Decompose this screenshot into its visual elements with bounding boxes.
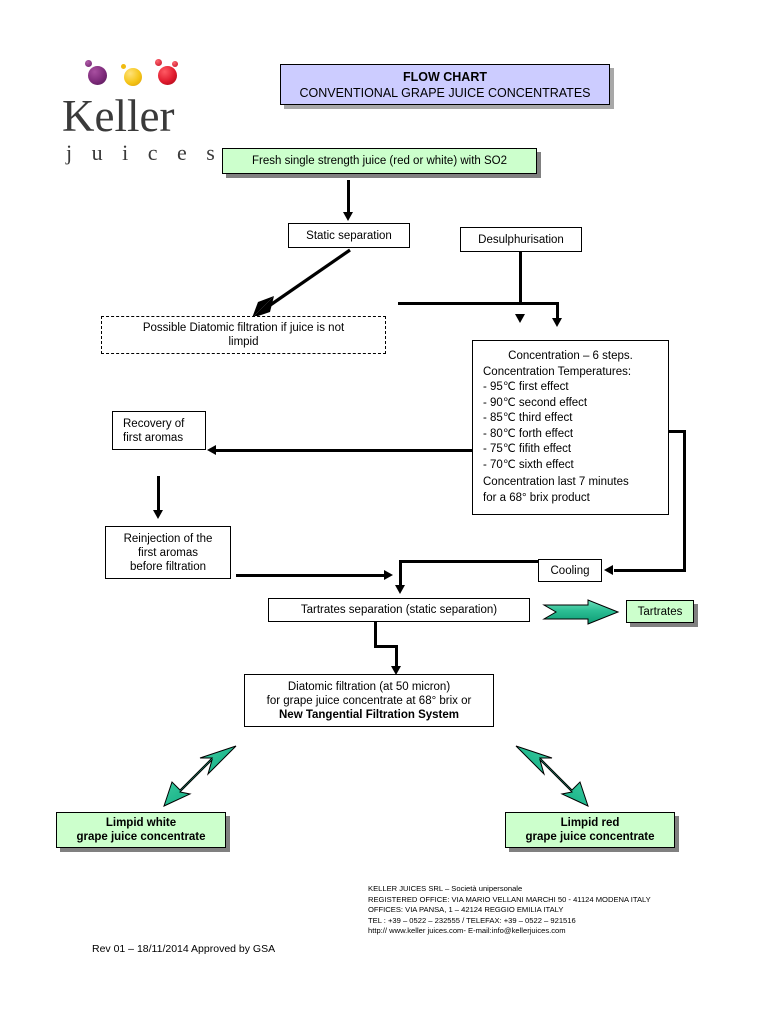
node-fresh-juice-label: Fresh single strength juice (red or whit… <box>251 155 508 167</box>
node-possible-diatomic-filtration: Possible Diatomic filtration if juice is… <box>101 316 386 354</box>
node-limpid-red: Limpid red grape juice concentrate <box>505 812 675 848</box>
red-grape-stem-icon <box>155 59 162 66</box>
node-tartrates-separation-label: Tartrates separation (static separation) <box>300 604 498 616</box>
node-cooling: Cooling <box>538 559 602 582</box>
connector-tartsep-horizontal <box>374 645 398 649</box>
arrowhead-concentration-to-recovery <box>207 445 216 455</box>
purple-grape-icon <box>88 66 107 85</box>
connector-fresh-to-static <box>347 180 350 216</box>
connector-recovery-to-reinjection <box>157 476 161 514</box>
connector-tartsep-down-2 <box>395 645 399 670</box>
connector-reinjection-to-junction <box>236 574 388 578</box>
arrowhead-bus-right <box>552 318 562 327</box>
node-concentration-line1: Concentration – 6 steps. <box>508 350 633 362</box>
chart-title-box: FLOW CHART CONVENTIONAL GRAPE JUICE CONC… <box>280 64 610 105</box>
node-limpid-red-line2: grape juice concentrate <box>525 831 655 843</box>
node-concentration-line5: - 85℃ third effect <box>483 412 573 424</box>
arrowhead-loop-to-cooling <box>604 565 613 575</box>
node-tartrates-separation: Tartrates separation (static separation) <box>268 598 530 622</box>
node-desulphurisation-label: Desulphurisation <box>478 233 564 246</box>
red-grape-icon <box>158 66 177 85</box>
node-concentration-line2: Concentration Temperatures: <box>483 365 632 378</box>
node-tartrates: Tartrates <box>626 600 694 623</box>
footer-line-tel: TEL : +39 – 0522 – 232555 / TELEFAX: +39… <box>368 915 576 925</box>
node-diatomic-filtration-line2: for grape juice concentrate at 68° brix … <box>266 694 472 707</box>
footer-line-company: KELLER JUICES SRL – Società unipersonale <box>368 884 523 893</box>
yellow-grape-stem-icon <box>121 64 126 69</box>
node-reinjection-line3: before filtration <box>129 560 207 573</box>
node-tartrates-label: Tartrates <box>637 605 683 618</box>
connector-loop-to-cooling <box>614 569 686 573</box>
node-concentration-line4: - 90℃ second effect <box>483 396 588 409</box>
node-static-separation-label: Static separation <box>306 229 392 242</box>
node-concentration-line8: - 70℃ sixth effect <box>483 458 574 471</box>
connector-desulph-down <box>519 252 523 304</box>
node-concentration: Concentration – 6 steps. Concentration T… <box>472 340 669 515</box>
arrowhead-to-diatomic-filtration <box>391 666 401 675</box>
node-reinjection-line1: Reinjection of the <box>123 532 213 545</box>
node-cooling-label: Cooling <box>550 564 590 577</box>
node-diatomic-filtration-line1: Diatomic filtration (at 50 micron) <box>287 680 451 693</box>
node-possible-diatomic-line1: Possible Diatomic filtration if juice is… <box>142 322 345 334</box>
arrowhead-recovery-to-reinjection <box>153 510 163 519</box>
arrowhead-fresh-to-static <box>343 212 353 221</box>
node-limpid-white-line2: grape juice concentrate <box>76 831 206 843</box>
arrowhead-desulph-main <box>515 314 525 323</box>
node-recovery-first-aromas: Recovery of first aromas <box>112 411 206 450</box>
connector-junction-down <box>399 560 403 588</box>
node-reinjection: Reinjection of the first aromas before f… <box>105 526 231 579</box>
connector-concentration-loop-v <box>683 430 687 570</box>
footer-line-web-email: http:// www.keller juices.com- E-mail:in… <box>368 926 566 936</box>
node-fresh-juice: Fresh single strength juice (red or whit… <box>222 148 537 174</box>
node-recovery-line2: first aromas <box>123 431 184 444</box>
chart-title-line1: FLOW CHART <box>402 69 487 84</box>
connector-static-to-diatomic <box>252 248 351 318</box>
node-concentration-line9: Concentration last 7 minutes <box>483 476 629 488</box>
block-arrow-to-limpid-red <box>515 745 589 807</box>
node-concentration-line7: - 75℃ fifith effect <box>483 443 572 455</box>
node-diatomic-filtration: Diatomic filtration (at 50 micron) for g… <box>244 674 494 727</box>
block-arrow-to-limpid-white <box>163 745 237 807</box>
node-reinjection-line2: first aromas <box>137 546 199 559</box>
connector-horizontal-bus <box>398 302 559 306</box>
node-diatomic-filtration-line3: New Tangential Filtration System <box>279 708 459 721</box>
node-limpid-white-line1: Limpid white <box>105 817 177 829</box>
red-grape-leaf-icon <box>172 61 178 67</box>
logo-subwordmark: j u i c e s <box>66 140 222 165</box>
logo-wordmark: Keller <box>62 91 175 141</box>
yellow-grape-icon <box>124 68 142 86</box>
connector-cooling-to-junction <box>399 560 539 564</box>
node-static-separation: Static separation <box>288 223 410 248</box>
footer-line-registered-office: REGISTERED OFFICE: VIA MARIO VELLANI MAR… <box>368 894 651 904</box>
connector-concentration-loop-h <box>668 430 686 434</box>
connector-bus-right-stub <box>556 302 560 320</box>
purple-grape-stem-icon <box>85 60 92 67</box>
node-recovery-line1: Recovery of <box>123 417 185 430</box>
connector-tartsep-down-1 <box>374 622 378 648</box>
node-concentration-line3: - 95℃ first effect <box>483 381 569 393</box>
revision-line: Rev 01 – 18/11/2014 Approved by GSA <box>92 943 276 955</box>
company-footer: KELLER JUICES SRL – Società unipersonale… <box>368 884 651 937</box>
chart-title-line2: CONVENTIONAL GRAPE JUICE CONCENTRATES <box>299 85 591 100</box>
node-limpid-red-line1: Limpid red <box>560 817 620 829</box>
arrowhead-junction-to-tartrates-sep <box>395 585 405 594</box>
node-desulphurisation: Desulphurisation <box>460 227 582 252</box>
keller-juices-logo: Keller j u i c e s <box>62 52 222 172</box>
node-possible-diatomic-line2: limpid <box>228 336 259 348</box>
node-concentration-line6: - 80℃ forth effect <box>483 427 574 440</box>
connector-concentration-to-recovery <box>215 449 473 453</box>
node-limpid-white: Limpid white grape juice concentrate <box>56 812 226 848</box>
arrowhead-reinjection-to-junction <box>384 570 393 580</box>
node-concentration-line10: for a 68° brix product <box>483 491 590 504</box>
block-arrow-to-tartrates <box>542 599 620 625</box>
footer-line-offices: OFFICES: VIA PANSA, 1 – 42124 REGGIO EMI… <box>368 905 564 915</box>
